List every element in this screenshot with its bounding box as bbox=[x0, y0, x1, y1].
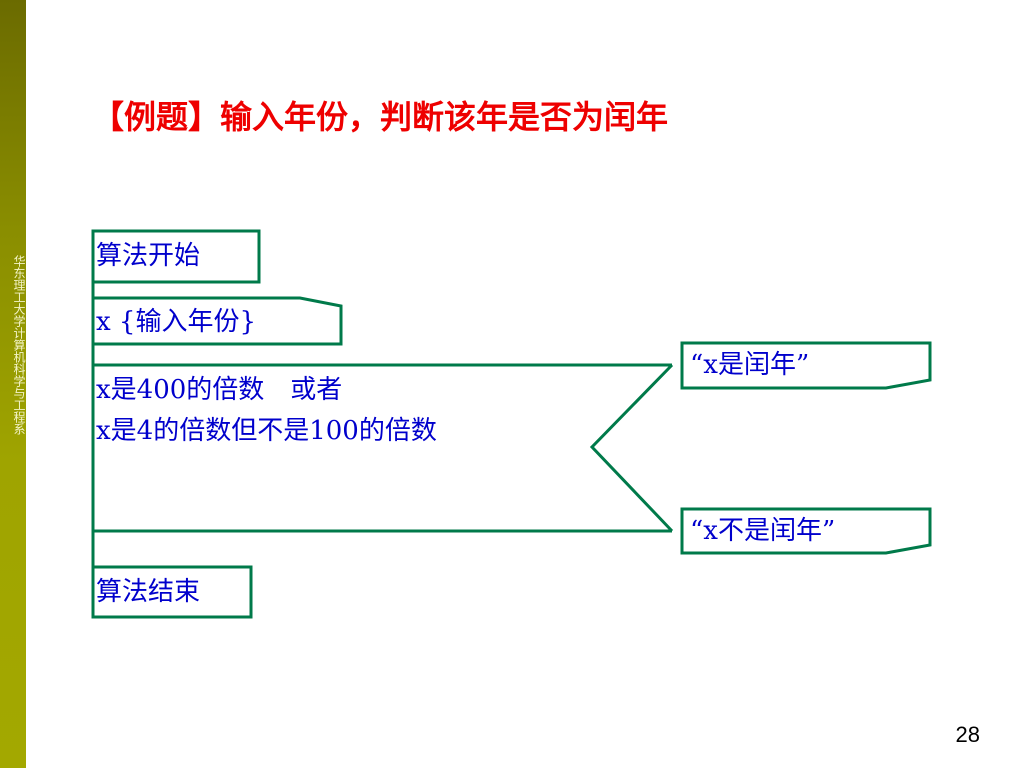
slide-title: 【例题】输入年份，判断该年是否为闰年 bbox=[92, 98, 669, 136]
page-number: 28 bbox=[955, 722, 980, 747]
side-bar: 华东理工大学计算机科学与工程系 bbox=[0, 0, 26, 768]
start-box bbox=[91, 229, 261, 284]
yes-output-label: “x是闰年” bbox=[690, 350, 810, 380]
sidebar-department-text: 华东理工大学计算机科学与工程系 bbox=[12, 255, 26, 435]
decision-branch bbox=[589, 363, 674, 533]
no-output-box bbox=[680, 507, 932, 555]
no-output-label: “x不是闰年” bbox=[690, 516, 836, 546]
end-box bbox=[91, 565, 253, 619]
input-label: x {输入年份} bbox=[96, 307, 257, 337]
condition-line-1: x是400的倍数 或者 bbox=[96, 375, 343, 405]
end-label: 算法结束 bbox=[96, 577, 201, 607]
condition-line-2: x是4的倍数但不是100的倍数 bbox=[96, 416, 437, 446]
start-label: 算法开始 bbox=[96, 241, 201, 271]
yes-output-box bbox=[680, 341, 932, 390]
